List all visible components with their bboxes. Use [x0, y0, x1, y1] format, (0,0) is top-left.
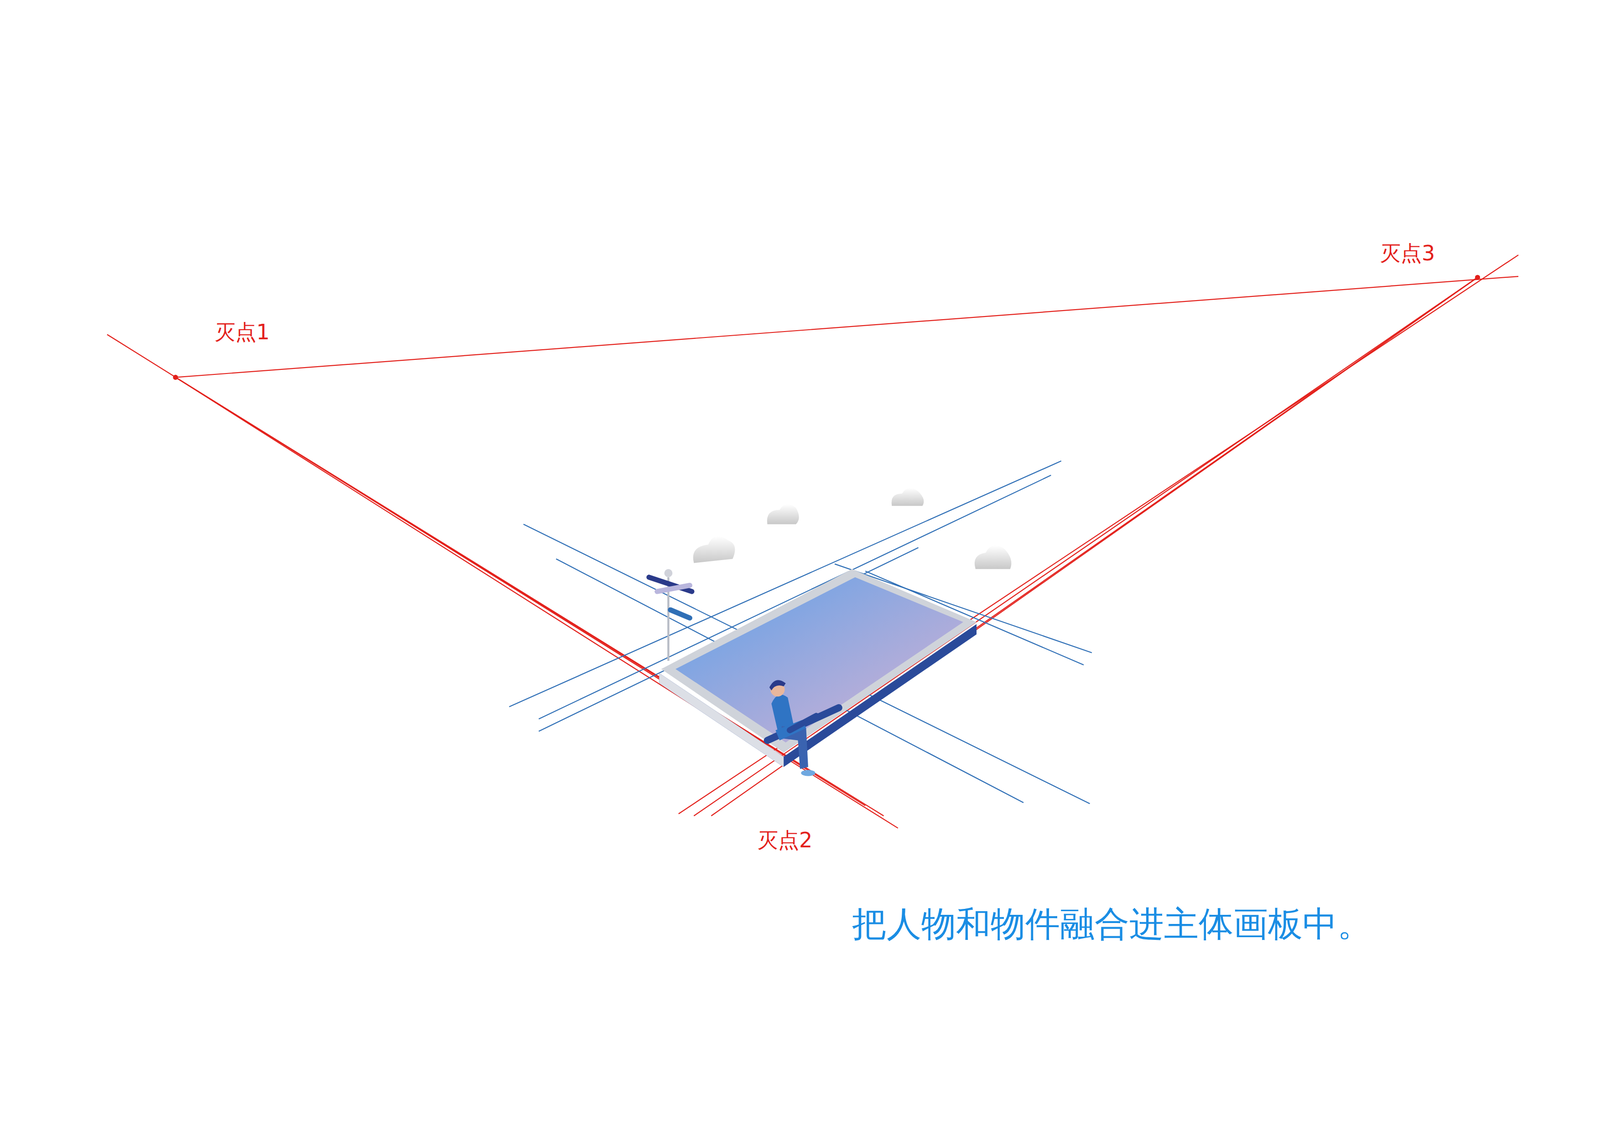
vanishing-point-label: 灭点2 — [757, 828, 813, 852]
vanishing-point-label: 灭点3 — [1379, 241, 1435, 265]
clouds — [693, 488, 1012, 570]
vanishing-point-label: 灭点1 — [214, 320, 270, 344]
phone-slab — [659, 569, 977, 768]
caption: 把人物和物件融合进主体画板中。 — [851, 904, 1372, 944]
guide-lines — [509, 461, 1092, 804]
vanishing-point — [172, 374, 178, 380]
person-figure — [767, 680, 839, 777]
vanishing-lines — [107, 254, 1519, 829]
vanishing-point — [1475, 275, 1481, 281]
signpost — [649, 569, 692, 661]
